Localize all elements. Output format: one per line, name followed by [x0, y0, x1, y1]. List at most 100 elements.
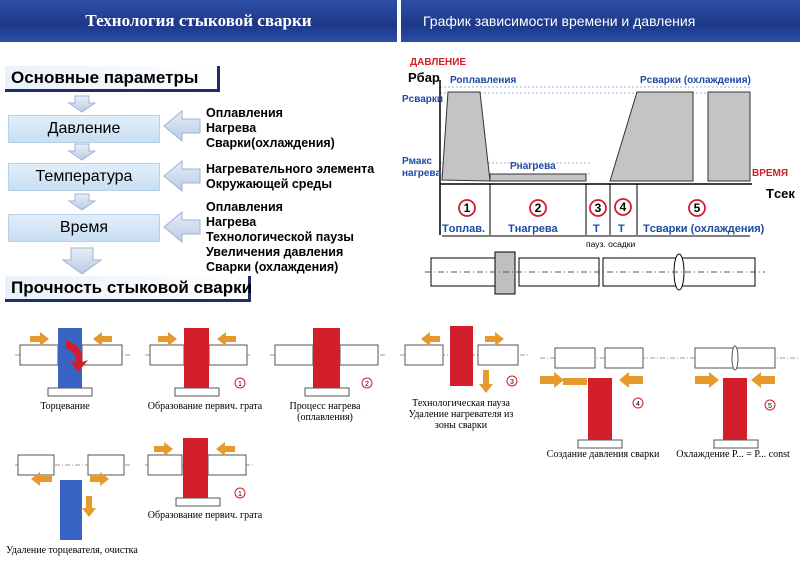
weld-bead [731, 345, 739, 371]
phase-2-circle [529, 199, 547, 217]
heater-plate [588, 378, 612, 440]
arrow-left-icon [421, 332, 440, 346]
flow-arrows [61, 95, 201, 275]
step-badge [506, 375, 518, 387]
phase-1-circle [458, 199, 476, 217]
p-nagreva-left-label: нагрева [402, 168, 441, 179]
list-item: Увеличения давления [206, 245, 344, 259]
arrow-down-icon [82, 496, 96, 517]
pipe-sketches [425, 251, 765, 295]
list-item: Технологической паузы [206, 230, 354, 244]
heater-plate [450, 326, 473, 386]
list-item: Оплавления [206, 106, 283, 120]
list-item: Нагревательного элемента [206, 162, 375, 176]
facer-tool [60, 480, 82, 540]
header-right: График зависимости времени и давления [401, 0, 800, 42]
arrow-right-icon [154, 442, 173, 456]
pipe [87, 454, 125, 476]
pipe [604, 347, 644, 369]
caption-facing: Торцевание [40, 401, 90, 412]
pipe [554, 347, 596, 369]
tool-base [47, 387, 93, 397]
list-item: Нагрева [206, 121, 257, 135]
step-badge [764, 399, 776, 411]
t-sub-label: пауз. осадки [586, 239, 635, 249]
pipe [694, 347, 736, 369]
param-time: Время [8, 214, 160, 242]
phase-2-number: 2 [535, 201, 542, 215]
t-pause-label: T [593, 223, 600, 235]
tool-base [175, 497, 221, 507]
phase-4-circle [614, 198, 632, 216]
step-number: 1 [238, 491, 242, 498]
step-number: 1 [238, 381, 242, 388]
param-temperature: Температура [8, 163, 160, 191]
arrow-body [563, 378, 587, 385]
arrow-left-icon [31, 472, 52, 486]
arrow-down-icon [479, 370, 493, 393]
step-number: 5 [768, 403, 772, 410]
header-left: Технология стыковой сварки [0, 0, 397, 42]
list-item: Окружающей среды [206, 177, 333, 191]
pipe [147, 454, 183, 476]
tool-base [577, 439, 623, 449]
p-bar-label: Рбар [408, 70, 440, 85]
arrow-right-icon [90, 472, 109, 486]
phase-5-number: 5 [694, 201, 701, 215]
p-svarki-left-label: Рсварки [402, 94, 443, 105]
arrow-right-icon [30, 332, 49, 346]
phase-5-circle [688, 199, 706, 217]
phase-3-number: 3 [595, 201, 602, 215]
step-badge [361, 377, 373, 389]
p-oplav-label: Роплавления [450, 75, 516, 86]
heater-plate [184, 328, 209, 388]
y-axis-word: ДАВЛЕНИЕ [410, 57, 466, 68]
pipe [339, 344, 379, 366]
phase2-area [489, 173, 587, 182]
tool-base [304, 387, 350, 397]
step-number: 3 [510, 379, 514, 386]
pipe [17, 454, 55, 476]
caption-pause: Технологическая пауза Удаление нагревате… [408, 398, 514, 431]
steps-illustration: 1 2 3 4 5 1 [15, 326, 800, 540]
heater-plate [723, 378, 747, 440]
tool-base [713, 439, 759, 449]
pipe [274, 344, 314, 366]
step-number: 4 [636, 401, 640, 408]
step-badge [234, 487, 246, 499]
pipe [81, 344, 123, 366]
list-item: Сварки(охлаждения) [206, 136, 335, 150]
phase-1-number: 1 [464, 201, 471, 215]
arrow-left-icon [216, 442, 235, 456]
caption-grat: Образование первич. грата [147, 401, 263, 412]
strength-title: Прочность стыковой сварки [5, 276, 252, 302]
list-item: Оплавления [206, 200, 283, 214]
tool-base [174, 387, 220, 397]
list-item: Нагрева [206, 215, 257, 229]
params-title: Основные параметры [5, 66, 220, 92]
caption-cooling: Охлаждение Р... = Р... const [676, 449, 790, 460]
heater-plate [313, 328, 340, 388]
caption-remove-facer: Удаление торцевателя, очистка [6, 545, 138, 556]
arrow-left-icon [751, 372, 775, 388]
caption-heating: Процесс нагрева (оплавления) [289, 401, 361, 423]
step-number: 2 [365, 381, 369, 388]
p-nagreva-label: Рнагрева [510, 161, 556, 172]
t-svarki-label: Tсварки (охлаждения) [643, 223, 765, 235]
arrow-left-icon [619, 372, 643, 388]
pressure-time-graph: 1 2 3 4 5 Tоплав. Tнагрева T T Tсварки (… [402, 57, 795, 249]
phase-3-circle [589, 199, 607, 217]
rotate-arrow-icon [66, 340, 88, 372]
arrow-right-icon [540, 372, 564, 388]
step-badge [632, 397, 644, 409]
t-oplav-label: Tоплав. [442, 223, 485, 235]
arrow-left-icon [217, 332, 236, 346]
caption-pressure: Создание давления сварки [546, 449, 660, 460]
arrow-right-icon [158, 332, 177, 346]
pipe-joined-left [602, 257, 680, 287]
phase5-area [707, 91, 751, 182]
list-item: Сварки (охлаждения) [206, 260, 339, 274]
arrow-right-icon [695, 372, 719, 388]
temperature-list: Нагревательного элемента Окружающей сред… [206, 162, 374, 192]
pipe [477, 344, 519, 366]
